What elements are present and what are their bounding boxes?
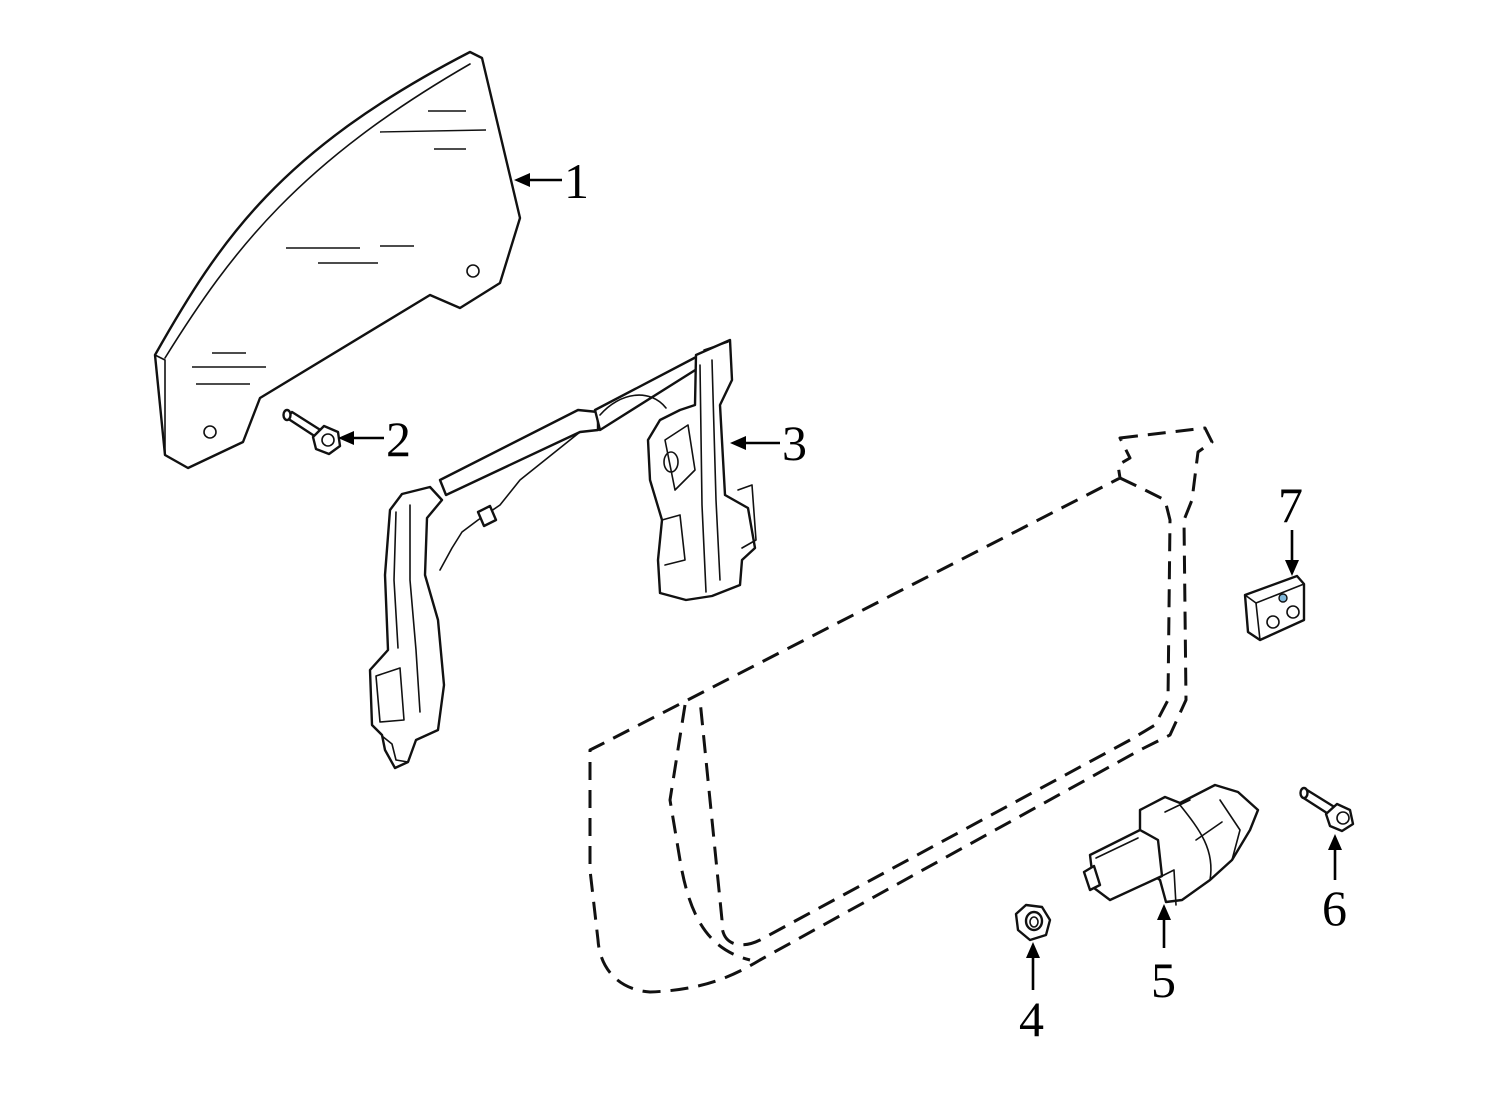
callout-7-label: 7 <box>1278 477 1303 533</box>
callout-1-label: 1 <box>564 153 589 209</box>
module-indicator-dot <box>1278 593 1288 603</box>
callout-7: 7 <box>1278 477 1303 576</box>
callout-1-arrowhead <box>514 173 530 187</box>
callout-5-label: 5 <box>1151 952 1176 1008</box>
callout-6-arrowhead <box>1328 834 1342 850</box>
callout-4: 4 <box>1019 942 1044 1047</box>
callout-2-label: 2 <box>386 411 411 467</box>
part-4-nut[interactable] <box>1014 903 1052 942</box>
callout-5: 5 <box>1151 904 1176 1008</box>
part-5-window-motor[interactable] <box>1082 783 1260 906</box>
callout-3-label: 3 <box>782 415 807 471</box>
part-3-window-regulator[interactable] <box>368 338 757 770</box>
part-6-bolt[interactable] <box>1299 786 1355 833</box>
part-2-bolt[interactable] <box>282 408 342 456</box>
door-outline <box>588 426 1214 994</box>
callout-3-arrowhead <box>730 436 746 450</box>
callout-4-arrowhead <box>1026 942 1040 958</box>
callout-6: 6 <box>1322 834 1347 936</box>
callout-2-arrowhead <box>338 431 354 445</box>
callout-1: 1 <box>514 153 589 209</box>
part-1-door-glass[interactable] <box>153 50 522 470</box>
part-7-module[interactable] <box>1243 574 1306 642</box>
callout-7-arrowhead <box>1285 560 1299 576</box>
callout-4-label: 4 <box>1019 991 1044 1047</box>
callout-6-label: 6 <box>1322 880 1347 936</box>
callout-3: 3 <box>730 415 807 471</box>
callout-5-arrowhead <box>1157 904 1171 920</box>
callout-2: 2 <box>338 411 411 467</box>
